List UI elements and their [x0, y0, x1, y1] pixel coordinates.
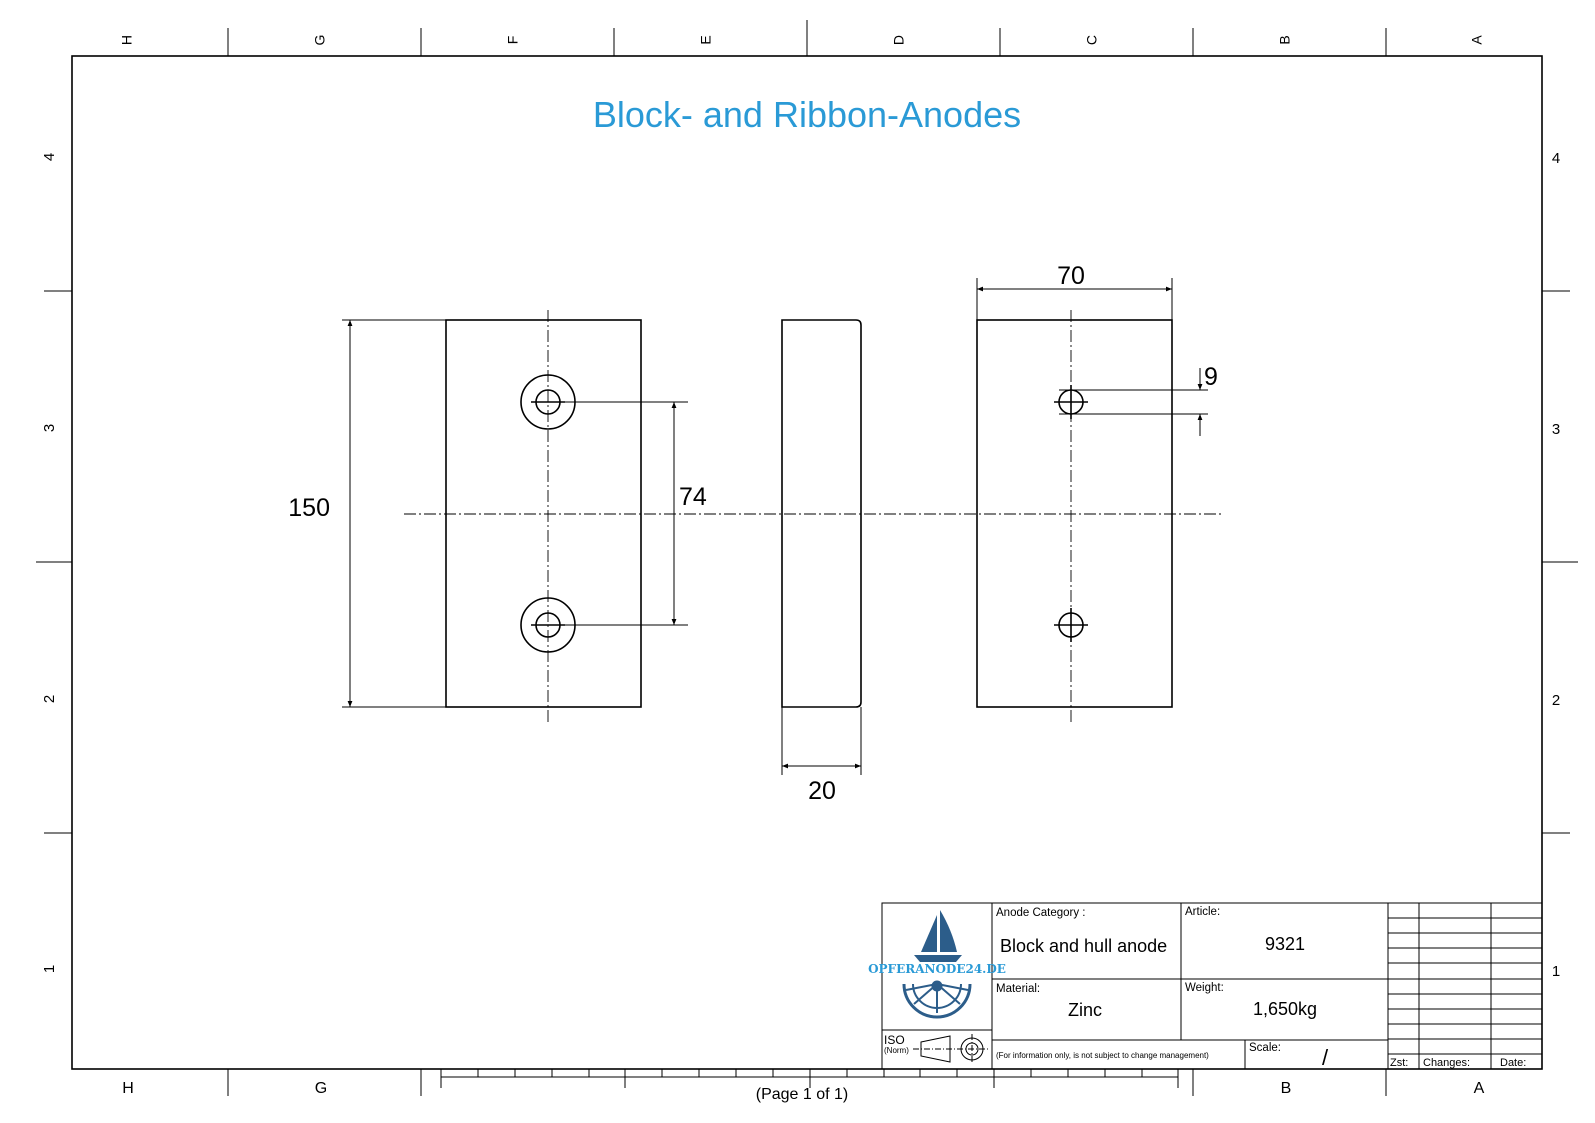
zone-top-e: E: [698, 35, 714, 44]
zone-bottom-h: H: [122, 1080, 134, 1097]
article-value: 9321: [1265, 934, 1305, 954]
front-view-outline: [445, 319, 642, 708]
zone-top-h: H: [119, 35, 135, 45]
lower-through-hole: [1054, 608, 1088, 642]
height-dimension: 150: [288, 319, 446, 708]
date-label: Date:: [1500, 1057, 1526, 1069]
drawing-title: Block- and Ribbon-Anodes: [593, 94, 1021, 135]
weight-label: Weight:: [1185, 982, 1224, 994]
zone-right-4: 4: [1552, 150, 1560, 167]
zone-labels-right: 4 3 2 1: [1552, 150, 1560, 980]
zone-left-2: 2: [41, 695, 58, 703]
ship-wheel-icon: [902, 980, 972, 1019]
norm-label: (Norm): [884, 1046, 909, 1055]
zst-label: Zst:: [1390, 1057, 1408, 1069]
zone-right-2: 2: [1552, 692, 1560, 709]
back-view-outline: [976, 319, 1173, 708]
drawing-frame: [36, 20, 1578, 1096]
hole-spacing-dimension: 74: [548, 401, 707, 626]
zone-top-f: F: [505, 36, 521, 45]
zone-bottom-b: B: [1281, 1080, 1292, 1097]
front-view: 150 74: [288, 310, 707, 724]
weight-value: 1,650kg: [1253, 999, 1317, 1019]
zone-right-1: 1: [1552, 963, 1560, 980]
disclaimer-text: (For information only, is not subject to…: [996, 1051, 1209, 1060]
zone-left-3: 3: [41, 424, 58, 432]
material-label: Material:: [996, 983, 1040, 995]
zone-labels-left: 4 3 2 1: [41, 153, 58, 973]
zone-bottom-a: A: [1474, 1080, 1485, 1097]
zone-labels-bottom: H G B A: [122, 1080, 1484, 1097]
logo-text: OPFERANODE24.DE: [868, 962, 1006, 976]
zone-bottom-g: G: [315, 1080, 327, 1097]
side-view: 20: [781, 319, 862, 805]
thickness-dimension-value: 20: [808, 777, 836, 805]
sailboat-icon: [914, 910, 962, 962]
changes-label: Changes:: [1423, 1057, 1470, 1069]
zone-top-a: A: [1469, 35, 1485, 45]
material-value: Zinc: [1068, 1000, 1102, 1020]
back-view: 70 9: [976, 262, 1218, 724]
zone-top-g: G: [312, 35, 328, 46]
width-dimension-value: 70: [1057, 262, 1085, 290]
zone-top-c: C: [1084, 35, 1100, 45]
anode-category-value: Block and hull anode: [1000, 936, 1167, 956]
width-dimension: 70: [976, 262, 1173, 320]
scale-value: /: [1322, 1045, 1329, 1070]
anode-category-label: Anode Category :: [996, 907, 1086, 919]
revision-grid: [1388, 903, 1542, 1069]
thickness-dimension: 20: [781, 707, 862, 805]
zone-left-1: 1: [41, 965, 58, 973]
scale-label: Scale:: [1249, 1042, 1281, 1054]
bottom-scale-ruler: [440, 1068, 1179, 1088]
zone-right-3: 3: [1552, 421, 1560, 438]
hole-diameter-dimension: 9: [1059, 363, 1218, 436]
height-dimension-value: 150: [288, 494, 330, 522]
side-view-outline: [781, 319, 862, 708]
hole-diameter-dimension-value: 9: [1204, 363, 1218, 391]
hole-spacing-dimension-value: 74: [679, 483, 707, 511]
zone-top-b: B: [1277, 35, 1293, 44]
zone-left-4: 4: [41, 153, 58, 161]
zone-top-d: D: [891, 35, 907, 45]
projection-symbol-icon: [913, 1034, 988, 1064]
article-label: Article:: [1185, 906, 1220, 918]
page-indicator: (Page 1 of 1): [756, 1086, 849, 1103]
title-block: Zst: Changes: Date: OPFERANODE24.DE: [868, 902, 1543, 1070]
iso-label: ISO: [884, 1033, 905, 1047]
company-logo: OPFERANODE24.DE: [868, 910, 1006, 1019]
zone-labels-top: H G F E D C B A: [119, 35, 1485, 46]
